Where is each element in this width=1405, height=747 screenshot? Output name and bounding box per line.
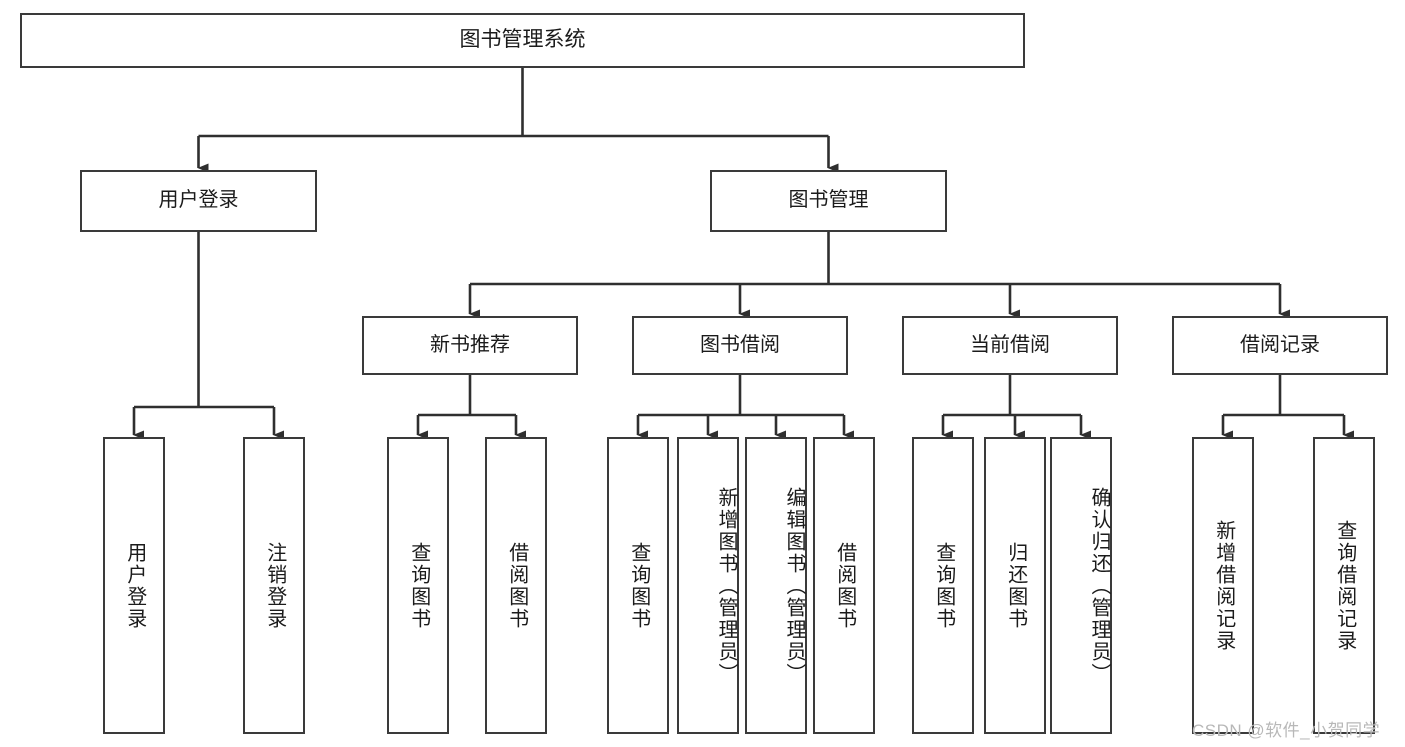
node-label: 新增借阅记录 [1212, 519, 1235, 652]
node-label: 确认归还（管理员） [1088, 486, 1110, 685]
node-leaf-add-record[interactable]: 新增借阅记录 [1192, 437, 1254, 734]
csdn-watermark: CSDN @软件_小贺同学 [1192, 721, 1381, 740]
node-label: 查询图书 [627, 541, 650, 630]
node-label: 查询图书 [407, 541, 430, 630]
node-label: 编辑图书（管理员） [783, 486, 805, 685]
node-leaf-query-book-2[interactable]: 查询图书 [607, 437, 669, 734]
node-label: 新增图书（管理员） [715, 486, 737, 685]
node-leaf-confirm-return[interactable]: 确认归还（管理员） [1050, 437, 1112, 734]
node-current-borrow[interactable]: 当前借阅 [902, 316, 1118, 375]
node-leaf-query-book-1[interactable]: 查询图书 [387, 437, 449, 734]
node-root[interactable]: 图书管理系统 [20, 13, 1025, 68]
node-new-book-recommend[interactable]: 新书推荐 [362, 316, 578, 375]
node-leaf-borrow-book-1[interactable]: 借阅图书 [485, 437, 547, 734]
node-leaf-logout-login[interactable]: 注销登录 [243, 437, 305, 734]
node-label: 查询图书 [932, 541, 955, 630]
node-leaf-query-record[interactable]: 查询借阅记录 [1313, 437, 1375, 734]
node-label: 图书借阅 [700, 333, 780, 356]
node-label: 图书管理系统 [459, 28, 586, 52]
node-label: 借阅图书 [505, 541, 528, 630]
node-leaf-return-book[interactable]: 归还图书 [984, 437, 1046, 734]
node-label: 图书管理 [788, 189, 869, 212]
node-label: 注销登录 [263, 541, 286, 630]
node-leaf-user-login[interactable]: 用户登录 [103, 437, 165, 734]
node-label: 当前借阅 [970, 333, 1050, 356]
node-borrow-record[interactable]: 借阅记录 [1172, 316, 1388, 375]
node-label: 新书推荐 [430, 333, 510, 356]
node-leaf-borrow-book-2[interactable]: 借阅图书 [813, 437, 875, 734]
node-leaf-query-book-3[interactable]: 查询图书 [912, 437, 974, 734]
node-label: 归还图书 [1004, 541, 1027, 630]
node-label: 借阅图书 [833, 541, 856, 630]
node-leaf-add-book[interactable]: 新增图书（管理员） [677, 437, 739, 734]
node-label: 查询借阅记录 [1333, 519, 1356, 652]
node-book-borrow[interactable]: 图书借阅 [632, 316, 848, 375]
node-label: 用户登录 [123, 541, 146, 630]
node-leaf-edit-book[interactable]: 编辑图书（管理员） [745, 437, 807, 734]
node-book-manage[interactable]: 图书管理 [710, 170, 947, 232]
node-label: 用户登录 [158, 189, 239, 212]
node-user-login[interactable]: 用户登录 [80, 170, 317, 232]
node-label: 借阅记录 [1240, 333, 1320, 356]
